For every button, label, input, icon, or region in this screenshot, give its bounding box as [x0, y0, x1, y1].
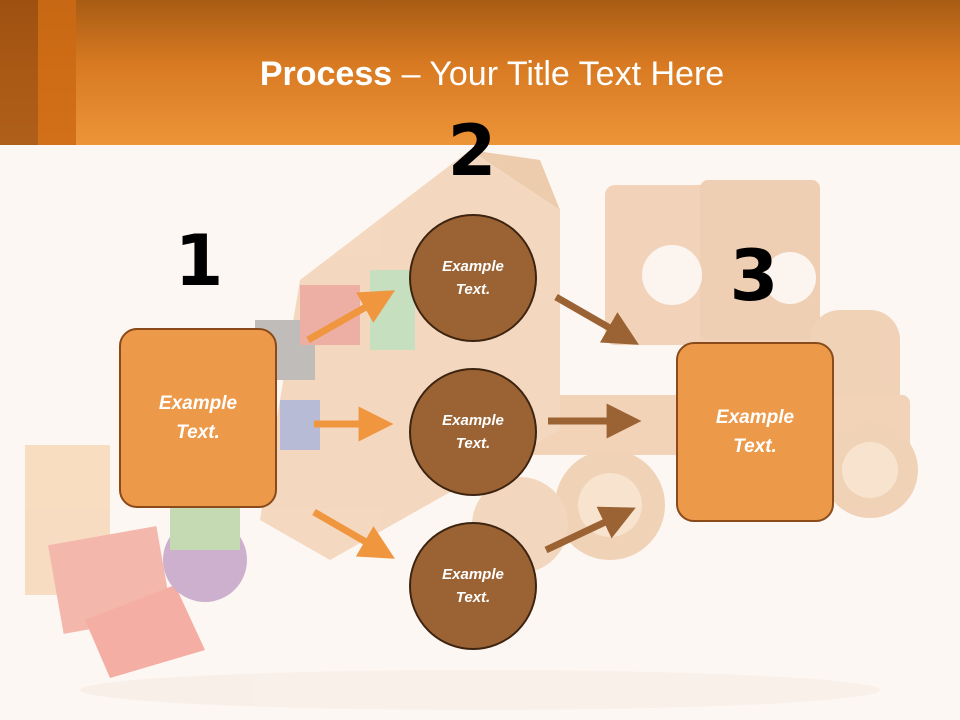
- step-number-1: 1: [174, 220, 224, 302]
- header-stripe: [38, 0, 76, 145]
- slide-title[interactable]: Process – Your Title Text Here: [0, 52, 960, 96]
- circle-2-text: Example Text.: [442, 412, 504, 452]
- step-number-3: 3: [729, 235, 779, 317]
- step-1-text: Example Text.: [158, 393, 238, 443]
- circle-1-text: Example Text.: [442, 258, 504, 298]
- arrow-to-circle-1: [306, 290, 396, 344]
- circle-3-text: Example Text.: [442, 566, 504, 606]
- arrow-from-circle-1: [554, 293, 639, 345]
- step-2-circle-1[interactable]: Example Text.: [409, 214, 537, 342]
- title-bar: [0, 0, 960, 145]
- header-stripe: [0, 0, 38, 145]
- step-3-text: Example Text.: [715, 407, 795, 457]
- title-bold: Process: [259, 55, 393, 93]
- step-2-circle-2[interactable]: Example Text.: [409, 368, 537, 496]
- step-number-2: 2: [447, 110, 497, 192]
- arrow-from-circle-3: [544, 506, 636, 554]
- step-2-circle-3[interactable]: Example Text.: [409, 522, 537, 650]
- step-3-box[interactable]: Example Text.: [676, 342, 834, 522]
- title-rest: – Your Title Text Here: [392, 55, 725, 93]
- arrow-to-circle-3: [312, 508, 395, 559]
- step-1-box[interactable]: Example Text.: [119, 328, 277, 508]
